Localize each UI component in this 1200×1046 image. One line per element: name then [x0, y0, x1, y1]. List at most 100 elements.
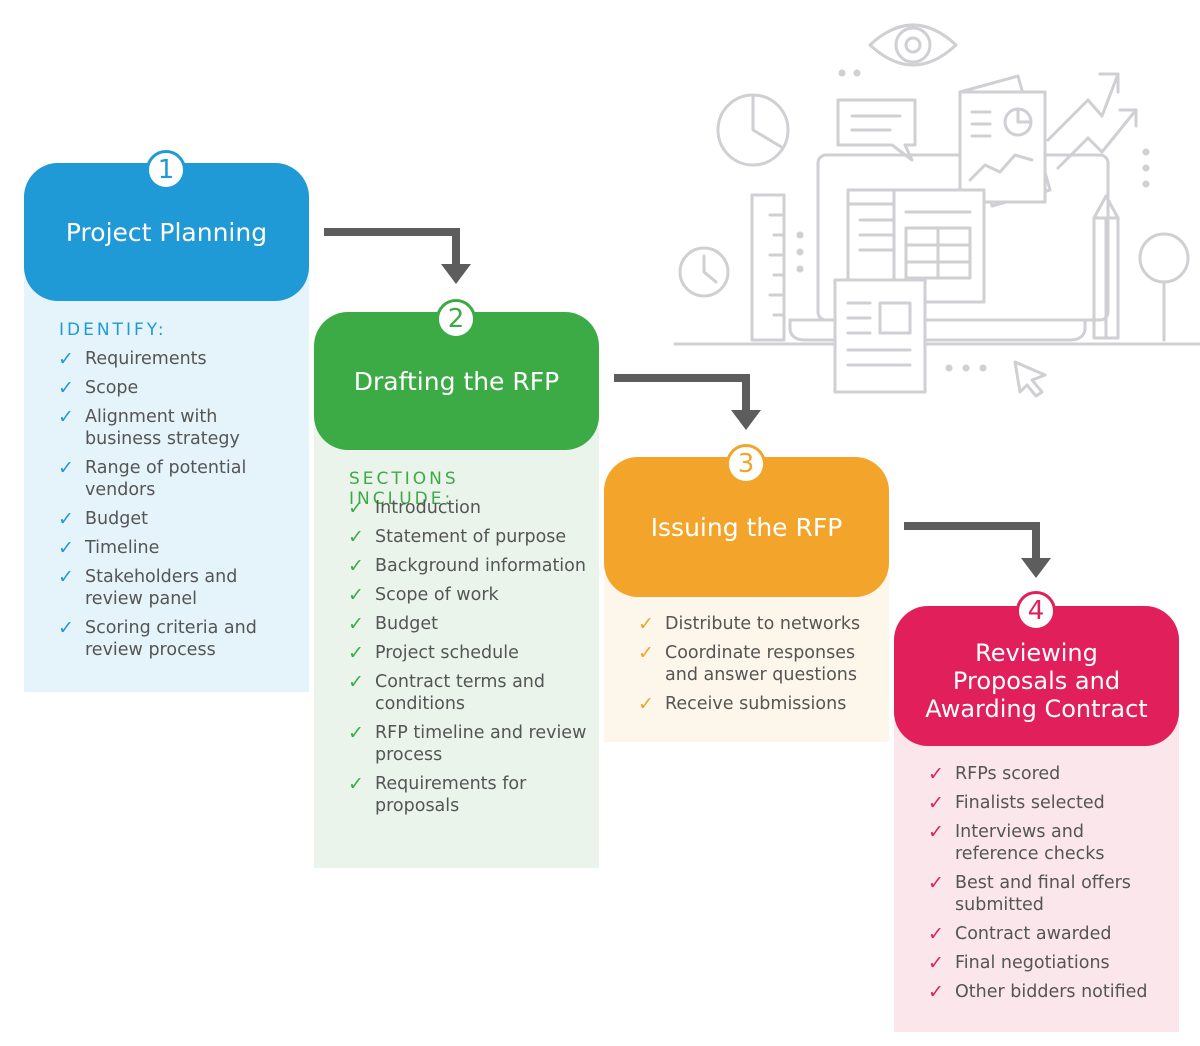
- checkmark-icon: ✓: [348, 497, 364, 519]
- cursor-icon: [1013, 360, 1047, 398]
- list-item-text: Receive submissions: [665, 694, 847, 714]
- list-item-text: Alignment with business strategy: [85, 407, 240, 449]
- list-item: ✓ Budget: [348, 613, 588, 635]
- arrow-step1-to-step2: [324, 228, 471, 284]
- list-item-text: Interviews and reference checks: [955, 822, 1105, 864]
- list-item: ✓ Best and final offers submitted: [928, 872, 1168, 916]
- checkmark-icon: ✓: [928, 952, 944, 974]
- list-item-text: Range of potential vendors: [85, 458, 247, 500]
- checkmark-icon: ✓: [58, 566, 74, 588]
- checkmark-icon: ✓: [348, 613, 364, 635]
- step-2-section-title: SECTIONS INCLUDE:: [349, 469, 459, 509]
- list-item: ✓ Distribute to networks: [638, 613, 878, 635]
- list-item: ✓ Range of potential vendors: [58, 457, 298, 501]
- checkmark-icon: ✓: [58, 508, 74, 530]
- checkmark-icon: ✓: [58, 537, 74, 559]
- step-1-section-title: IDENTIFY:: [59, 320, 167, 340]
- step-4-number-badge: 4: [1016, 591, 1056, 631]
- list-item: ✓ Scope of work: [348, 584, 588, 606]
- list-item: ✓ Contract awarded: [928, 923, 1168, 945]
- checkmark-icon: ✓: [928, 981, 944, 1003]
- arrow-step3-to-step4: [904, 522, 1051, 578]
- list-item: ✓ Scoring criteria and review process: [58, 617, 298, 661]
- business-analytics-illustration: [673, 23, 1200, 398]
- list-item-text: Best and final offers submitted: [955, 873, 1131, 915]
- step-1-title: Project Planning: [65, 217, 268, 247]
- list-item: ✓ Alignment with business strategy: [58, 406, 298, 450]
- list-item: ✓ RFPs scored: [928, 763, 1168, 785]
- list-item-text: Scope of work: [375, 585, 499, 605]
- dots-decoration: [796, 69, 1150, 372]
- list-item: ✓ Introduction: [348, 497, 588, 519]
- step-3-number: 3: [737, 449, 755, 479]
- checkmark-icon: ✓: [638, 613, 654, 635]
- checkmark-icon: ✓: [348, 526, 364, 548]
- checkmark-icon: ✓: [348, 642, 364, 664]
- step-4-title: Reviewing Proposals and Awarding Contrac…: [925, 639, 1148, 723]
- chat-bubble-icon: [836, 98, 917, 162]
- step-3-list-background: [604, 574, 889, 742]
- step-4-item-list: ✓ RFPs scored ✓ Finalists selected ✓ Intervie…: [928, 763, 1168, 1010]
- checkmark-icon: ✓: [58, 406, 74, 428]
- checkmark-icon: ✓: [58, 617, 74, 639]
- checkmark-icon: ✓: [928, 792, 944, 814]
- list-item-text: Requirements for proposals: [375, 774, 527, 816]
- pencil-icon: [1092, 194, 1120, 340]
- checkmark-icon: ✓: [638, 642, 654, 664]
- list-item-text: Distribute to networks: [665, 614, 861, 634]
- step-1-number: 1: [157, 155, 175, 185]
- list-item: ✓ Finalists selected: [928, 792, 1168, 814]
- list-item-text: Scoring criteria and review process: [85, 618, 257, 660]
- checkmark-icon: ✓: [58, 348, 74, 370]
- step-1-number-badge: 1: [146, 150, 186, 190]
- list-item-text: Final negotiations: [955, 953, 1110, 973]
- list-item-text: Contract awarded: [955, 924, 1112, 944]
- list-item: ✓ Final negotiations: [928, 952, 1168, 974]
- list-item: ✓ Timeline: [58, 537, 298, 559]
- list-item-text: Finalists selected: [955, 793, 1105, 813]
- step-2-number-badge: 2: [436, 299, 476, 339]
- list-item-text: Contract terms and conditions: [375, 672, 546, 714]
- list-item-text: Statement of purpose: [375, 527, 567, 547]
- list-item: ✓Project schedule: [348, 642, 588, 664]
- list-item-text: Coordinate responses and answer question…: [665, 643, 857, 685]
- list-item: ✓ Requirements for proposals: [348, 773, 588, 817]
- list-item: ✓ Requirements: [58, 348, 298, 370]
- step-3-title: Issuing the RFP: [650, 512, 843, 542]
- step-4-number: 4: [1027, 596, 1045, 626]
- trend-arrow-icon: [1046, 72, 1138, 170]
- eye-icon: [868, 23, 958, 67]
- checkmark-icon: ✓: [58, 377, 74, 399]
- ruler-icon: [750, 193, 786, 342]
- list-item-text: Budget: [375, 614, 438, 634]
- checkmark-icon: ✓: [928, 763, 944, 785]
- pie-chart-icon: [716, 93, 790, 167]
- step-3-number-badge: 3: [726, 444, 766, 484]
- list-item: ✓ Contract terms and conditions: [348, 671, 588, 715]
- checkmark-icon: ✓: [348, 584, 364, 606]
- list-item-text: Introduction: [375, 498, 481, 518]
- list-item-text: Requirements: [85, 349, 207, 369]
- step-2-title: Drafting the RFP: [353, 366, 560, 396]
- checkmark-icon: ✓: [928, 872, 944, 894]
- checkmark-icon: ✓: [348, 773, 364, 795]
- list-item-text: RFP timeline and review process: [375, 723, 587, 765]
- checkmark-icon: ✓: [638, 693, 654, 715]
- list-item-text: Other bidders notified: [955, 982, 1148, 1002]
- checkmark-icon: ✓: [348, 671, 364, 693]
- list-item-text: Timeline: [85, 538, 160, 558]
- list-item: ✓Background information: [348, 555, 588, 577]
- list-item-text: Budget: [85, 509, 148, 529]
- list-item-text: RFPs scored: [955, 764, 1061, 784]
- list-item-text: Background information: [375, 556, 586, 576]
- checkmark-icon: ✓: [928, 821, 944, 843]
- list-item: ✓ Budget: [58, 508, 298, 530]
- list-item-text: Stakeholders and review panel: [85, 567, 238, 609]
- list-item: ✓ Coordinate responses and answer questio…: [638, 642, 878, 686]
- step-1-list-background: [24, 278, 309, 692]
- arrow-step2-to-step3: [614, 374, 761, 430]
- list-item: ✓ Receive submissions: [638, 693, 878, 715]
- checkmark-icon: ✓: [58, 457, 74, 479]
- magnifier-icon: [1138, 232, 1190, 342]
- checkmark-icon: ✓: [928, 923, 944, 945]
